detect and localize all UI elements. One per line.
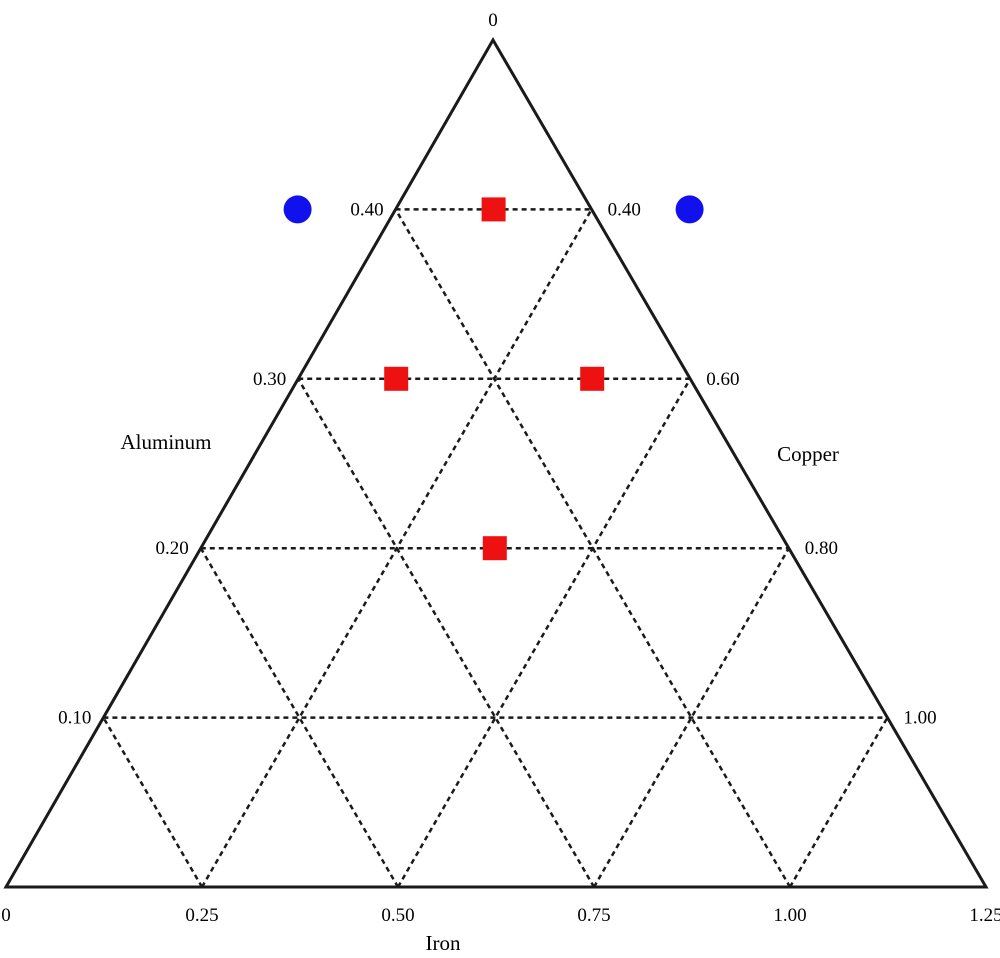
tick-label-iron: 1.00 [773, 905, 806, 926]
grid-line-diagonal [394, 208, 792, 888]
tick-labels: 0 0.25 0.50 0.75 1.00 1.25 0 0.10 0.20 0.30 0.40 1.… [1, 10, 1000, 926]
tick-label-iron: 0.75 [577, 905, 610, 926]
tick-label-iron: 0.50 [381, 905, 414, 926]
axis-label-iron: Iron [426, 931, 461, 955]
axis-label-aluminum: Aluminum [120, 430, 211, 454]
square-marker [482, 536, 507, 561]
tick-label-iron: 0 [1, 905, 11, 926]
data-markers [283, 195, 704, 561]
grid-line-diagonal [592, 547, 790, 888]
tick-label-copper: 0.80 [805, 538, 838, 559]
grid-line-diagonal [200, 208, 593, 888]
tick-label-aluminum: 0 [488, 10, 498, 31]
square-marker [481, 197, 506, 222]
grid-lines [102, 208, 889, 888]
circle-marker [283, 195, 312, 224]
circle-marker [675, 195, 704, 224]
tick-label-aluminum: 0.40 [350, 199, 383, 220]
axis-label-copper: Copper [777, 442, 839, 466]
tick-label-iron: 1.25 [969, 905, 1000, 926]
grid-line-diagonal [102, 716, 204, 888]
square-marker [580, 366, 605, 391]
tick-label-copper: 0.40 [608, 199, 641, 220]
grid-line-diagonal [396, 378, 692, 888]
tick-label-copper: 1.00 [903, 708, 936, 729]
tick-label-copper: 0.60 [706, 369, 739, 390]
square-marker [384, 366, 409, 391]
triangle-frame [3, 37, 989, 889]
grid-line-diagonal [297, 378, 596, 888]
grid-line-diagonal [788, 716, 889, 888]
tick-label-aluminum: 0.30 [253, 369, 286, 390]
grid-line-diagonal [199, 547, 400, 888]
tick-label-aluminum: 0.20 [156, 538, 189, 559]
tick-label-iron: 0.25 [185, 905, 218, 926]
tick-label-aluminum: 0.10 [58, 708, 91, 729]
